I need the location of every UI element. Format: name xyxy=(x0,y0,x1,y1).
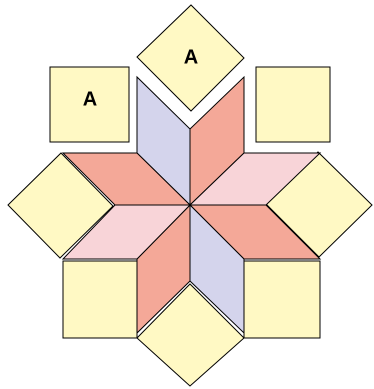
lower-right-square xyxy=(244,261,320,338)
lower-left-square xyxy=(63,261,137,338)
top-square-label: A xyxy=(184,46,198,68)
upper-right-square xyxy=(256,67,330,142)
upper-left-square-label: A xyxy=(83,88,97,110)
